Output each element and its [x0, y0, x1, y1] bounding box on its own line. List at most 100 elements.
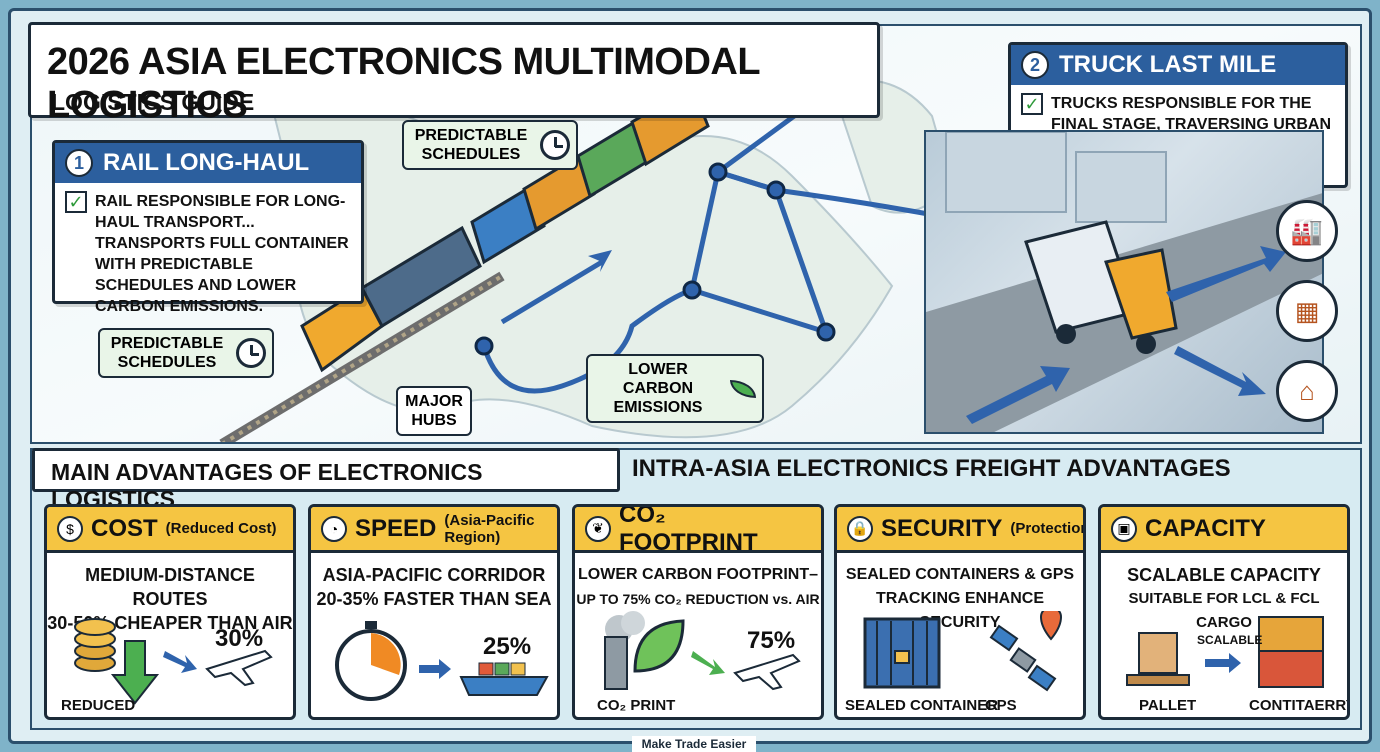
card-caption: REDUCED [61, 697, 136, 714]
card-caption: GPS TRACKING [985, 697, 1064, 717]
truck-card-header: 2 TRUCK LAST MILE [1011, 45, 1345, 85]
clock-icon [540, 130, 570, 160]
locomotive-body [360, 225, 482, 329]
card-title: COST [91, 514, 158, 542]
city-scene [924, 130, 1324, 434]
arrow-icon [419, 659, 451, 679]
leaf-icon [730, 379, 756, 398]
lock-icon: 🔒 [847, 515, 873, 542]
card-percent: 25% [483, 633, 532, 660]
advantages-heading: MAIN ADVANTAGES OF ELECTRONICS LOGISTICS [32, 448, 620, 512]
advantage-card-security: 🔒 SECURITY (Protection) SEALED CONTAINER… [834, 504, 1086, 720]
footer-tagline: Make Trade Easier [632, 736, 756, 752]
down-arrow-icon [110, 640, 160, 705]
check-icon: ✓ [1021, 93, 1043, 115]
leaf-icon [633, 619, 685, 673]
arrow-icon [1205, 653, 1241, 673]
building [945, 132, 1067, 213]
factory-smoke-icon [604, 611, 645, 690]
satellite-icon [989, 624, 1057, 692]
direction-arrows [966, 246, 1286, 424]
cargo-ship-icon [459, 662, 549, 696]
warehouse-icon: ▦ [1276, 280, 1338, 342]
arrow-label: SCALABLE [1197, 633, 1263, 647]
advantage-card-speed: ◔ SPEED (Asia-Pacific Region) ASIA-PACIF… [308, 504, 560, 720]
step-number: 2 [1021, 51, 1049, 79]
tag-label: LOWER CARBON EMISSIONS [613, 361, 703, 416]
city-illustration [926, 132, 1322, 432]
truck-wheel [1056, 324, 1076, 344]
advantage-card-co2: ❦ CO₂ FOOTPRINT LOWER CARBON FOOTPRINT– U… [572, 504, 824, 720]
pallet-boxes-icon [1126, 632, 1190, 686]
card-title: SECURITY [881, 514, 1003, 542]
card-caption: CONTITAERRY [1249, 697, 1350, 714]
card-percent: 75% [747, 627, 796, 654]
container-stack-icon [1258, 616, 1324, 688]
plane-icon [733, 653, 801, 691]
clock-icon [236, 338, 266, 368]
co2-illustration [604, 611, 801, 691]
truck-wheel [1136, 334, 1156, 354]
check-icon: ✓ [65, 191, 87, 213]
stopwatch-icon [335, 621, 407, 701]
rail-card-title: RAIL LONG-HAUL [103, 149, 310, 176]
card-line: SCALABLE CAPACITY [1127, 565, 1321, 585]
route-arrowhead [588, 250, 612, 272]
distribution-center-icon: ⌂ [1276, 360, 1338, 422]
card-subtitle: (Asia-Pacific Region) [444, 511, 535, 546]
security-illustration [863, 611, 1063, 692]
container-blue [470, 183, 546, 265]
factory-icon: 🏭 [1276, 200, 1338, 262]
card-title: CO₂ FOOTPRINT [619, 504, 758, 556]
cost-illustration [74, 618, 273, 705]
stopwatch-icon: ◔ [321, 515, 347, 542]
arrow-icon [163, 651, 197, 673]
card-line: MEDIUM-DISTANCE ROUTES [85, 565, 255, 609]
speed-illustration [335, 621, 549, 701]
page-title: 2026 ASIA ELECTRONICS MULTIMODAL LOGISTI… [47, 41, 760, 126]
tag-label: PREDICTABLE SCHEDULES [110, 335, 224, 371]
step-number: 1 [65, 149, 93, 177]
leaf-icon: ❦ [585, 515, 611, 542]
card-line: LOWER CARBON FOOTPRINT– [578, 566, 818, 583]
page-subtitle: LOGISTICS GUIDE [51, 89, 255, 115]
card-line: ASIA-PACIFIC CORRIDOR [322, 565, 546, 585]
tag-label: PREDICTABLE SCHEDULES [414, 127, 528, 163]
tag-major-hubs: MAJOR HUBS [396, 386, 472, 436]
card-caption: CO₂ PRINT [597, 697, 676, 714]
plane-icon [205, 649, 273, 687]
landmass-outline [270, 99, 894, 439]
card-line: 20-35% FASTER THAN SEA [316, 589, 552, 609]
title-box: 2026 ASIA ELECTRONICS MULTIMODAL LOGISTI… [28, 22, 880, 126]
card-line: SUITABLE FOR LCL & FCL CARGO [1128, 590, 1320, 631]
advantage-card-cost: $ COST (Reduced Cost) MEDIUM-DISTANCE RO… [44, 504, 296, 720]
card-caption: SEALED CONTAINER [845, 697, 999, 714]
truck-cab [1104, 248, 1178, 340]
sealed-container-icon [863, 617, 941, 689]
card-caption: PALLET [1139, 697, 1197, 714]
card-line: UP TO 75% CO₂ REDUCTION vs. AIR [576, 591, 820, 607]
card-percent: 30% [215, 625, 264, 652]
tag-predictable-schedules: PREDICTABLE SCHEDULES [402, 120, 578, 170]
card-line: SEALED CONTAINERS & GPS [845, 566, 1075, 583]
advantages-subheading: INTRA-ASIA ELECTRONICS FREIGHT ADVANTAGE… [632, 455, 1231, 482]
card-subtitle: (Reduced Cost) [165, 520, 277, 537]
cube-icon: ▣ [1111, 515, 1137, 542]
arrow-icon [691, 651, 725, 675]
capacity-illustration [1126, 616, 1324, 688]
rail-track [219, 271, 505, 442]
train [300, 83, 710, 373]
building [1075, 151, 1167, 223]
rail-card-text: RAIL RESPONSIBLE FOR LONG-HAUL TRANSPORT… [95, 193, 349, 315]
truck-card-title: TRUCK LAST MILE [1059, 51, 1277, 78]
rail-card: 1 RAIL LONG-HAUL ✓ RAIL RESPONSIBLE FOR … [52, 140, 364, 315]
advantage-card-capacity: ▣ CAPACITY SCALABLE CAPACITY SUITABLE FOR… [1098, 504, 1350, 720]
coin-stack-icon [74, 618, 116, 672]
coin-icon: $ [57, 515, 83, 542]
tag-predictable-schedules: PREDICTABLE SCHEDULES [98, 328, 274, 378]
card-title: SPEED [355, 514, 437, 542]
card-title: CAPACITY [1145, 514, 1266, 542]
location-pin-icon [1039, 611, 1063, 641]
card-subtitle: (Protection) [1010, 520, 1083, 537]
rail-card-header: 1 RAIL LONG-HAUL [55, 143, 361, 183]
